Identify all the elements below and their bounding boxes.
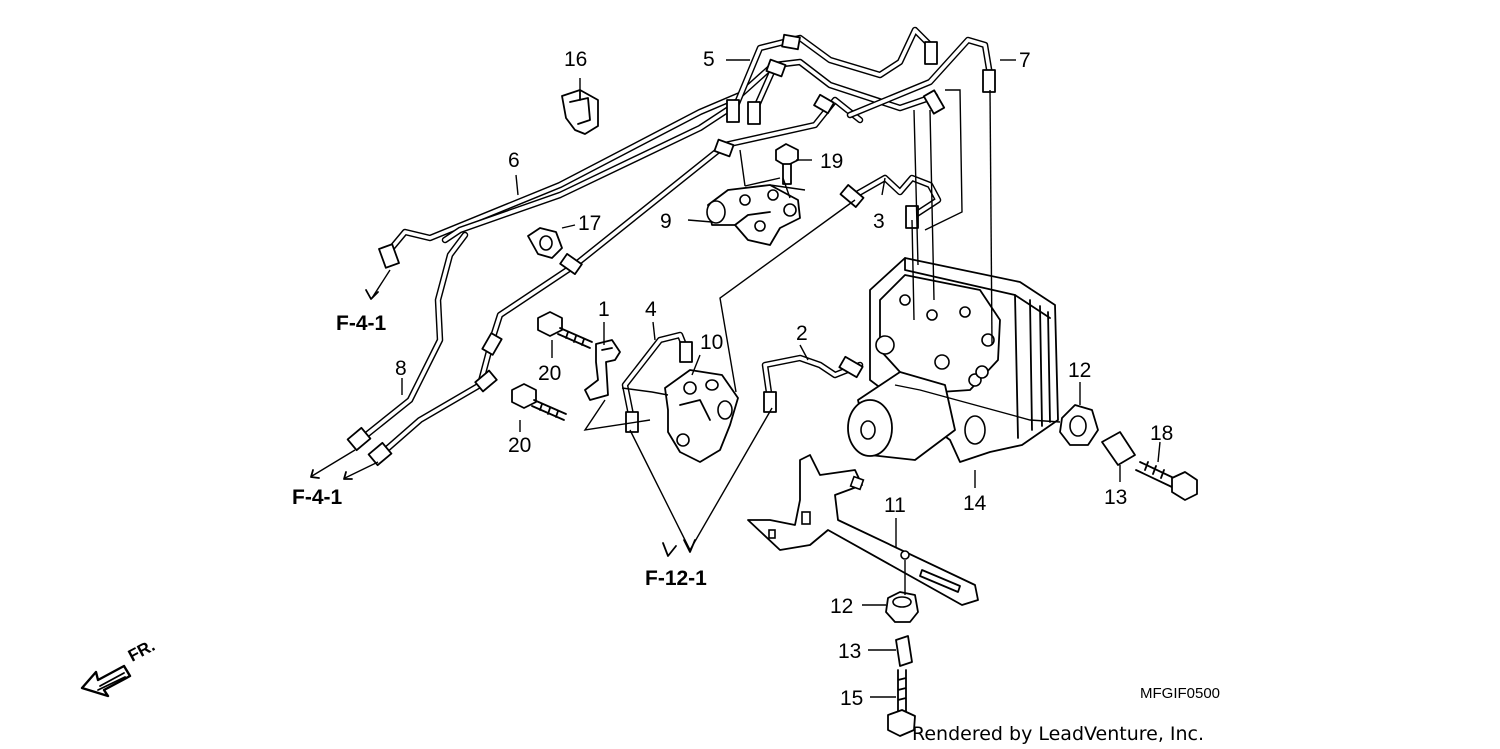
part-label-7: 7 [1019, 49, 1031, 72]
part-label-11: 11 [884, 494, 906, 517]
bolt-20-upper[interactable] [537, 311, 593, 349]
leader-lines [310, 59, 1161, 698]
reference-label-f-12-1[interactable]: F-12-1 [645, 567, 707, 590]
part-label-12-right: 12 [1068, 359, 1091, 382]
part-label-10: 10 [700, 331, 723, 354]
pipe-clamp-17[interactable] [527, 227, 563, 259]
reference-label-f-4-1-upper[interactable]: F-4-1 [336, 312, 386, 335]
part-label-3: 3 [873, 210, 885, 233]
front-direction-label: FR. [125, 636, 158, 666]
bolt-20-lower[interactable] [511, 383, 567, 421]
abs-bracket-11[interactable] [747, 454, 979, 606]
part-label-9: 9 [660, 210, 672, 233]
part-label-8: 8 [395, 357, 407, 380]
part-label-5: 5 [703, 48, 715, 71]
part-label-19: 19 [820, 150, 843, 173]
flare-nuts [346, 33, 996, 467]
part-labels: 16 5 7 6 19 17 9 3 1 4 2 10 8 20 20 12 1… [395, 48, 1173, 710]
front-direction-indicator: FR. [80, 636, 158, 698]
part-label-20-lower: 20 [508, 434, 531, 457]
part-label-13-right: 13 [1104, 486, 1127, 509]
part-label-16: 16 [564, 48, 587, 71]
part-label-20-upper: 20 [538, 362, 561, 385]
brake-pipe-2[interactable] [761, 354, 864, 404]
part-label-4: 4 [645, 298, 657, 321]
part-label-6: 6 [508, 149, 520, 172]
brake-pipes [346, 26, 996, 467]
front-arrow-icon [80, 664, 132, 698]
reference-labels: F-4-1 F-4-1 F-12-1 [292, 312, 707, 590]
bolt-15[interactable] [887, 669, 916, 737]
part-label-13-bottom: 13 [838, 640, 861, 663]
collar-13-right[interactable] [1101, 431, 1136, 466]
pipe-clamp-16[interactable] [561, 89, 599, 135]
part-label-18: 18 [1150, 422, 1173, 445]
rubber-mount-12-right[interactable] [1059, 404, 1099, 446]
abs-modulator-14[interactable] [847, 257, 1059, 463]
part-label-1: 1 [598, 298, 610, 321]
part-label-2: 2 [796, 322, 808, 345]
bolt-18[interactable] [1135, 461, 1198, 501]
reference-label-f-4-1-lower[interactable]: F-4-1 [292, 486, 342, 509]
three-way-joint-10[interactable] [664, 369, 739, 463]
collar-13-bottom[interactable] [895, 635, 913, 667]
part-label-14: 14 [963, 492, 987, 515]
brake-pipe-4[interactable] [621, 331, 690, 424]
three-way-joint-9[interactable] [706, 184, 801, 246]
render-credit: Rendered by LeadVenture, Inc. [912, 723, 1204, 745]
rubber-mount-12-bottom[interactable] [885, 591, 919, 623]
part-label-15: 15 [840, 687, 863, 710]
bracket-1[interactable] [584, 339, 621, 401]
brake-pipe-7[interactable] [846, 36, 994, 119]
part-label-12-bottom: 12 [830, 595, 853, 618]
part-label-17: 17 [578, 212, 601, 235]
drawing-code: MFGIF0500 [1140, 685, 1220, 702]
